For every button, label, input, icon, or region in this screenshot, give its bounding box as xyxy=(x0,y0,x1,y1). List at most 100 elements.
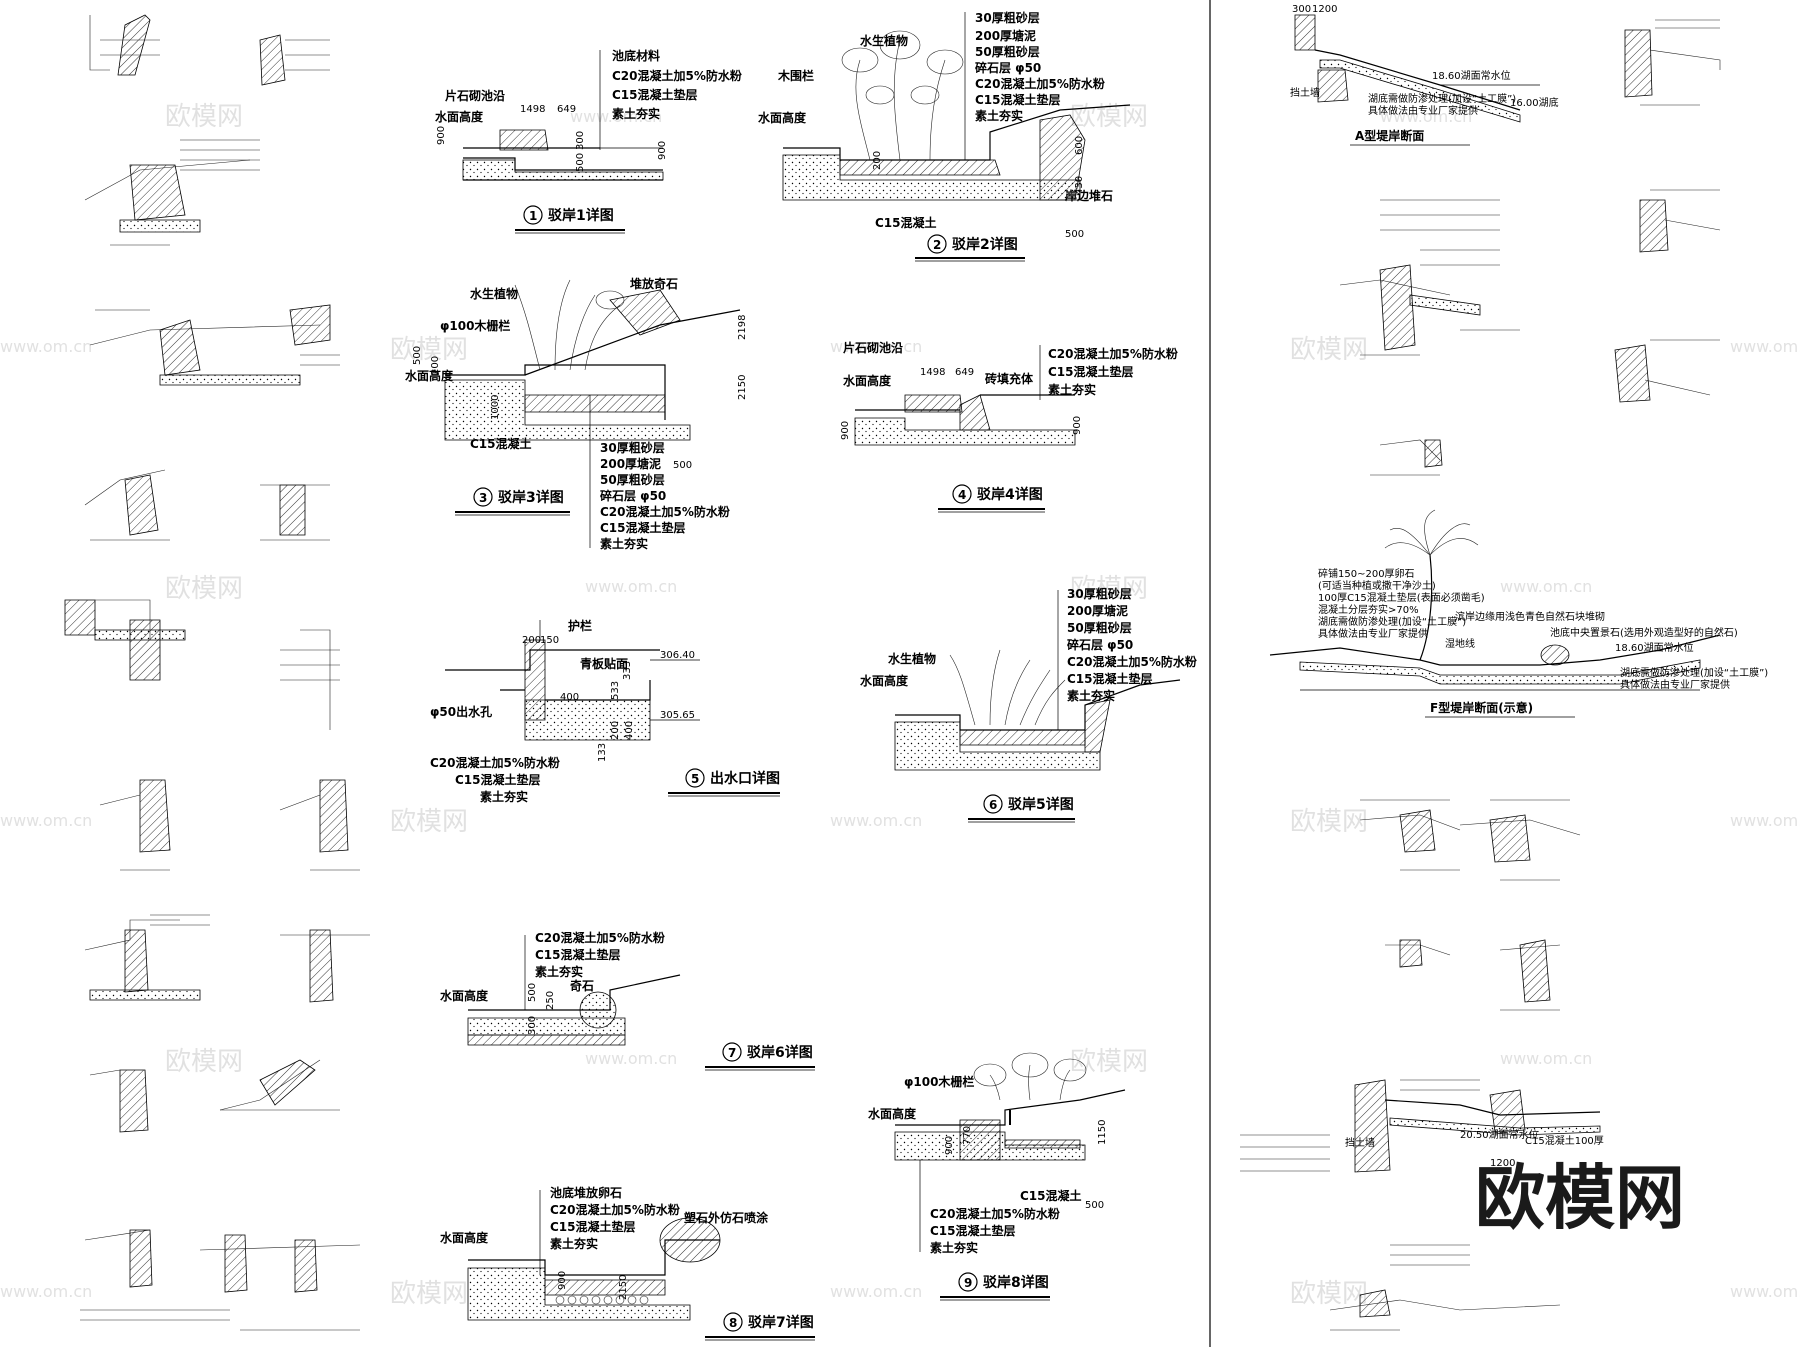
label: C15混凝土 xyxy=(470,436,532,451)
label: 素土夯实 xyxy=(975,108,1023,123)
thumbnail-drawing xyxy=(1359,799,1581,881)
thumbnail-drawing xyxy=(64,599,340,730)
watermark-brand: 欧模网 xyxy=(165,574,243,604)
palm-tree-icon xyxy=(1384,509,1479,661)
detail-title: 驳岸4详图 xyxy=(977,486,1043,503)
right-panel: 300 1200 18.60湖面常水位 16.00湖底 挡土墙 湖底需做防渗处理… xyxy=(1240,4,1768,1331)
dimension: 1498 xyxy=(520,104,545,115)
detail-9: φ100木栅栏 水面高度 C15混凝土 C20混凝土加5%防水粉 C15混凝土垫… xyxy=(868,1052,1126,1301)
label: 20.50湖面常水位 xyxy=(1460,1128,1539,1141)
label: 200厚塘泥 xyxy=(600,456,661,471)
label: C15混凝土垫层 xyxy=(975,92,1061,107)
watermark-brand: 欧模网 xyxy=(1290,335,1368,365)
label: C15混凝土垫层 xyxy=(1048,364,1134,379)
dimension: 333 xyxy=(622,661,633,680)
label: C20混凝土加5%防水粉 xyxy=(612,68,742,83)
brand-logo: 欧模网 xyxy=(1475,1157,1685,1239)
label: 具体做法由专业厂家提供 xyxy=(1620,678,1730,691)
label: C15混凝土垫层 xyxy=(455,772,541,787)
label: 碎石层 φ50 xyxy=(600,488,666,503)
detail-title: 驳岸5详图 xyxy=(1008,796,1074,813)
dimension: 1150 xyxy=(1097,1120,1108,1145)
detail-2: 30厚粗砂层 200厚塘泥 50厚粗砂层 碎石层 φ50 C20混凝土加5%防水… xyxy=(758,10,1131,262)
watermark-url: www.om.cn xyxy=(0,337,92,356)
label: C15混凝土垫层 xyxy=(612,87,698,102)
thumbnail-drawing xyxy=(99,779,360,871)
label: 砖填充体 xyxy=(985,371,1034,386)
dimension: 400 xyxy=(560,692,579,703)
detail-number: 2 xyxy=(933,238,941,252)
label: 碎石层 φ50 xyxy=(975,60,1041,75)
detail-8: 池底堆放卵石 C20混凝土加5%防水粉 C15混凝土垫层 素土夯实 水面高度 塑… xyxy=(440,1185,815,1341)
label: 片石砌池沿 xyxy=(445,88,505,103)
label: 湖底需做防渗处理(加设“土工膜”) xyxy=(1620,666,1768,679)
label: C15混凝土垫层 xyxy=(930,1223,1016,1238)
dimension: 533 xyxy=(610,681,621,700)
thumbnail-drawing xyxy=(1624,19,1721,106)
label: C20混凝土加5%防水粉 xyxy=(975,76,1105,91)
section-title: A型堤岸断面 xyxy=(1355,128,1424,143)
label: 素土夯实 xyxy=(550,1236,598,1251)
label: 素土夯实 xyxy=(535,964,583,979)
label: 湖底需做防渗处理(加设“土工膜”) xyxy=(1318,615,1466,628)
label: 青板贴面 xyxy=(580,656,628,671)
label: C20混凝土加5%防水粉 xyxy=(1048,346,1178,361)
watermark-brand: 欧模网 xyxy=(165,102,243,132)
label: 素土夯实 xyxy=(480,789,528,804)
dimension: 306.40 xyxy=(660,650,695,661)
aquatic-plants xyxy=(841,30,964,161)
label: C20混凝土加5%防水粉 xyxy=(430,755,560,770)
dimension: 305.65 xyxy=(660,710,695,721)
label: 200厚塘泥 xyxy=(1067,603,1128,618)
thumbnail-drawing xyxy=(1370,439,1443,476)
dimension: 900 xyxy=(657,141,668,160)
detail-title: 驳岸8详图 xyxy=(983,1274,1049,1291)
label: C15混凝土100厚 xyxy=(1525,1134,1604,1147)
aquatic-plants xyxy=(949,649,1066,726)
detail-title: 出水口详图 xyxy=(710,770,780,787)
dimension: 900 xyxy=(436,126,447,145)
detail-number: 7 xyxy=(728,1046,736,1060)
watermark-url: www.om.cn xyxy=(1380,107,1472,126)
label: 30厚粗砂层 xyxy=(1067,586,1132,601)
dimension: 900 xyxy=(944,1136,955,1155)
watermark-url: www.om.cn xyxy=(1500,1049,1592,1068)
a-type-section: 300 1200 18.60湖面常水位 16.00湖底 挡土墙 湖底需做防渗处理… xyxy=(1290,4,1559,146)
dimension: 500 xyxy=(1085,1200,1104,1211)
label: 水面高度 xyxy=(843,373,892,388)
label: 50厚粗砂层 xyxy=(975,44,1040,59)
label: 碎铺150~200厚卵石 xyxy=(1318,567,1415,580)
dimension: 770 xyxy=(962,1126,973,1145)
dimension: 649 xyxy=(557,104,576,115)
watermark-url: www.om.cn xyxy=(1730,337,1800,356)
label: 水面高度 xyxy=(860,673,909,688)
label: 水生植物 xyxy=(888,651,936,666)
f-type-section: 碎铺150~200厚卵石 (可适当种植或撒干净沙土) 100厚C15混凝土垫层(… xyxy=(1269,509,1768,718)
watermark-url: www.om.cn xyxy=(0,811,92,830)
watermark-brand: 欧模网 xyxy=(390,807,468,837)
thumbnail-drawing xyxy=(80,1229,361,1331)
dimension: 250 xyxy=(545,991,556,1010)
thumbnail-drawing xyxy=(89,304,340,386)
dimension: 2198 xyxy=(737,315,748,340)
label: 滨岸边缘用浅色青色自然石块堆砌 xyxy=(1455,610,1605,623)
label: 水面高度 xyxy=(868,1106,917,1121)
label: 素土夯实 xyxy=(930,1240,978,1255)
label: 片石砌池沿 xyxy=(843,340,903,355)
dimension: 300 xyxy=(575,131,586,150)
watermark-url: www.om.cn xyxy=(1730,811,1800,830)
label: 水面高度 xyxy=(440,988,489,1003)
detail-number: 4 xyxy=(958,488,966,502)
watermark-brand: 欧模网 xyxy=(390,1279,468,1309)
detail-6: 30厚粗砂层 200厚塘泥 50厚粗砂层 碎石层 φ50 C20混凝土加5%防水… xyxy=(860,586,1197,823)
dimension: 500 xyxy=(527,983,538,1002)
label: 素土夯实 xyxy=(600,536,648,551)
label: 200厚塘泥 xyxy=(975,28,1036,43)
label: 挡土墙 xyxy=(1345,1136,1375,1149)
thumbnail-drawing xyxy=(84,914,370,1003)
label: C15混凝土垫层 xyxy=(600,520,686,535)
label: 池底堆放卵石 xyxy=(550,1185,622,1200)
label: C15混凝土垫层 xyxy=(550,1219,636,1234)
label: 护栏 xyxy=(568,618,592,633)
detail-number: 8 xyxy=(729,1316,737,1330)
